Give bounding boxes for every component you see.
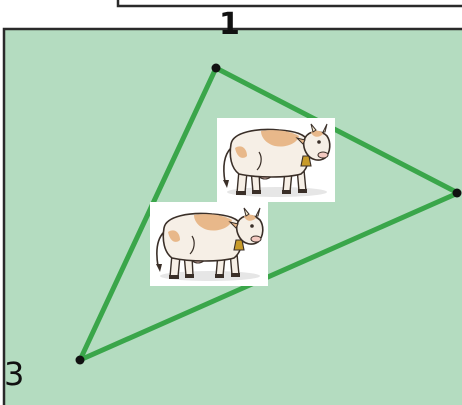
cow-icon [150,202,268,286]
vertex-2-dot [452,188,462,198]
vertex-3-label: 3 [4,355,25,393]
cow-icon [217,118,335,202]
triangle-path [77,65,461,363]
cow-upper-image [217,118,335,202]
vertex-1-label: 1 [219,7,240,42]
top-frame-edge [116,0,462,8]
vertex-1-dot [211,63,221,73]
vertex-3-dot [75,355,85,365]
cow-lower-image [150,202,268,286]
